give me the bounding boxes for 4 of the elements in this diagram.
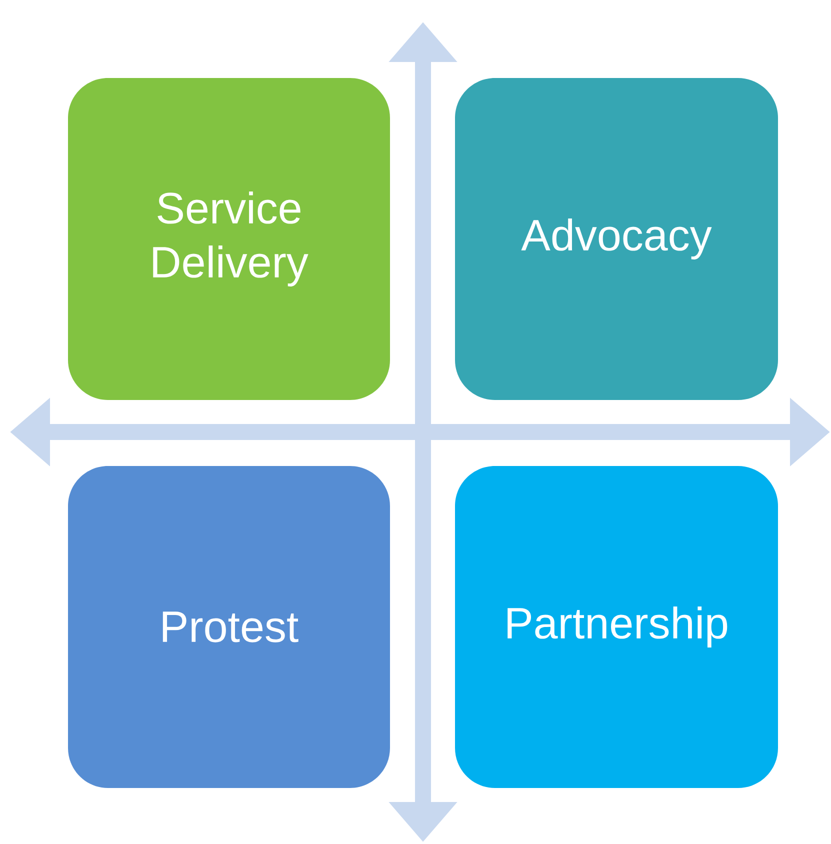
quadrant-box: Service Delivery — [68, 78, 390, 400]
quadrant-box: Protest — [68, 466, 390, 788]
quadrant-box: Advocacy — [455, 78, 778, 400]
quadrant-box: Partnership — [455, 466, 778, 788]
